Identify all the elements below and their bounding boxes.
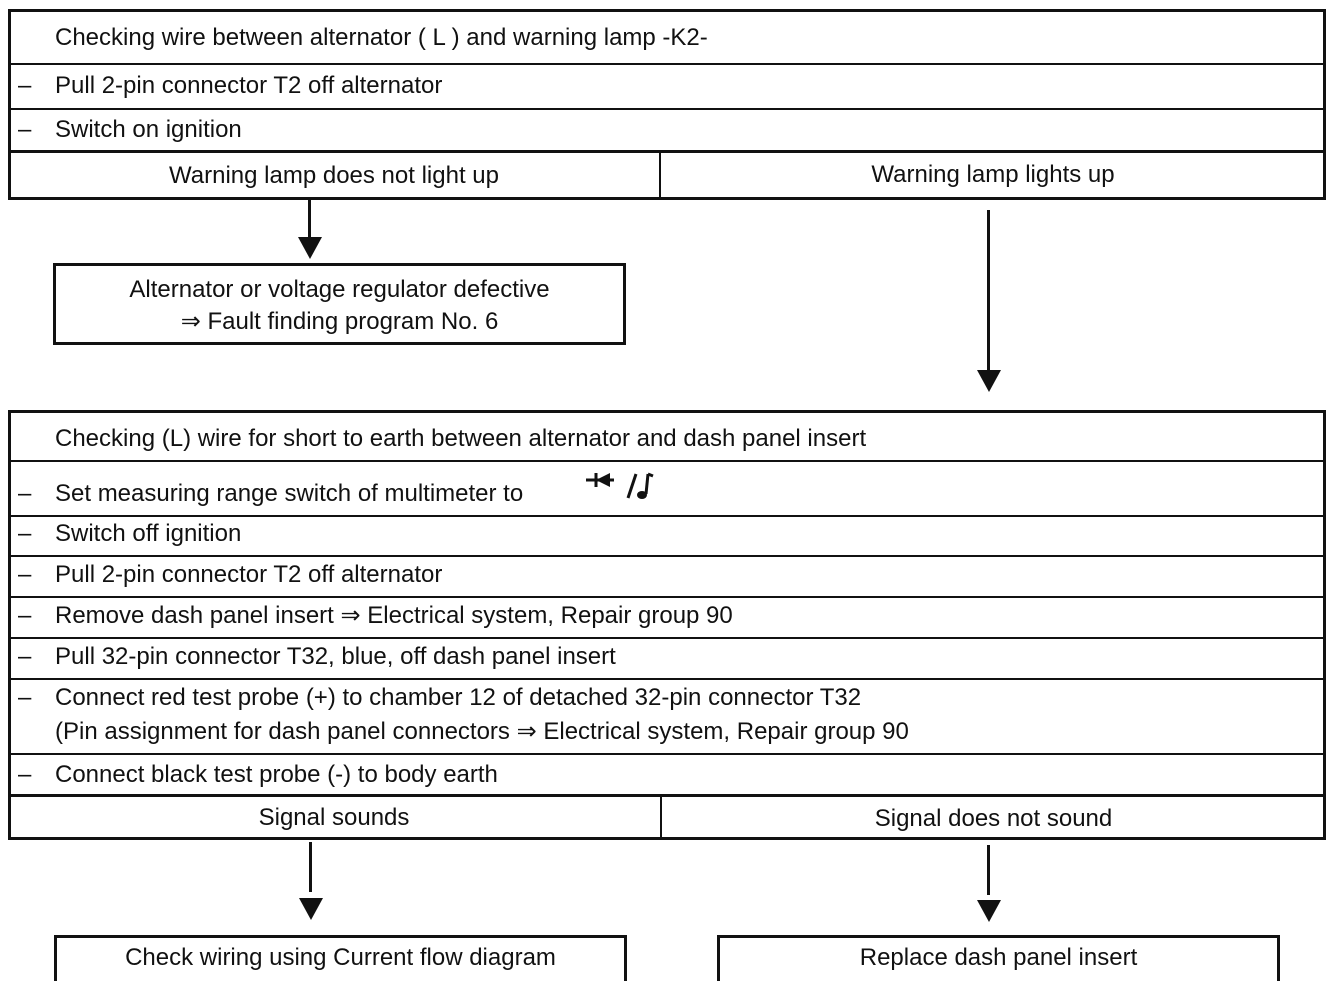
step-marker: – [18,520,32,547]
branch-separator [659,152,661,198]
branch-left-label: Warning lamp does not light up [169,162,499,189]
step-marker: – [18,643,32,670]
section1-step: Pull 2-pin connector T2 off alternator [55,72,443,99]
branch-right-label: Warning lamp lights up [871,161,1115,188]
section1-box [8,9,1326,200]
branch-right-label: Signal does not sound [874,805,1113,832]
step-marker: – [18,480,32,507]
section1-title: Checking wire between alternator ( L ) a… [55,24,708,51]
arrow-head-icon [977,900,1001,922]
step-divider [8,596,1326,598]
arrow-head-icon [977,370,1001,392]
result1-line1: Alternator or voltage regulator defectiv… [129,276,550,303]
arrow-head-icon [299,898,323,920]
arrow-down-icon [987,845,990,895]
result2-left-box [54,935,627,981]
step-divider [8,753,1326,755]
step-divider [8,678,1326,680]
section2-step: Remove dash panel insert ⇒ Electrical sy… [55,602,733,629]
arrow-head-icon [298,237,322,259]
step-marker: – [18,602,32,629]
step-divider [8,108,1326,110]
section2-title: Checking (L) wire for short to earth bet… [55,425,867,452]
section2-box [8,410,1326,840]
branch-divider [8,150,1326,153]
arrow-down-icon [309,842,312,892]
step-marker: – [18,72,32,99]
result2-right-label: Replace dash panel insert [859,944,1138,971]
step-marker: – [18,116,32,143]
step-divider [8,555,1326,557]
branch-left-label: Signal sounds [258,804,410,831]
section2-title-divider [8,460,1326,462]
result2-right-box [717,935,1280,981]
step-divider [8,515,1326,517]
diode-continuity-icon [586,472,654,499]
result2-left-label: Check wiring using Current flow diagram [125,944,556,971]
step-marker: – [18,561,32,588]
arrow-down-icon [987,210,990,370]
branch-divider [8,794,1326,797]
section2-step: Connect black test probe (-) to body ear… [55,761,498,788]
step-marker: – [18,684,32,711]
result1-box [53,263,626,345]
section2-step: Switch off ignition [55,520,242,547]
result1-line2: ⇒ Fault finding program No. 6 [180,308,499,335]
arrow-down-icon [308,200,311,240]
section1-step: Switch on ignition [55,116,242,143]
section2-step: Set measuring range switch of multimeter… [55,480,524,507]
section2-step: Pull 32-pin connector T32, blue, off das… [55,643,616,670]
section2-step: Pull 2-pin connector T2 off alternator [55,561,443,588]
section1-title-divider [8,63,1326,65]
branch-separator [660,796,662,838]
section2-step-continuation: (Pin assignment for dash panel connector… [55,718,909,745]
step-marker: – [18,761,32,788]
section2-step: Connect red test probe (+) to chamber 12… [55,684,862,711]
step-divider [8,637,1326,639]
